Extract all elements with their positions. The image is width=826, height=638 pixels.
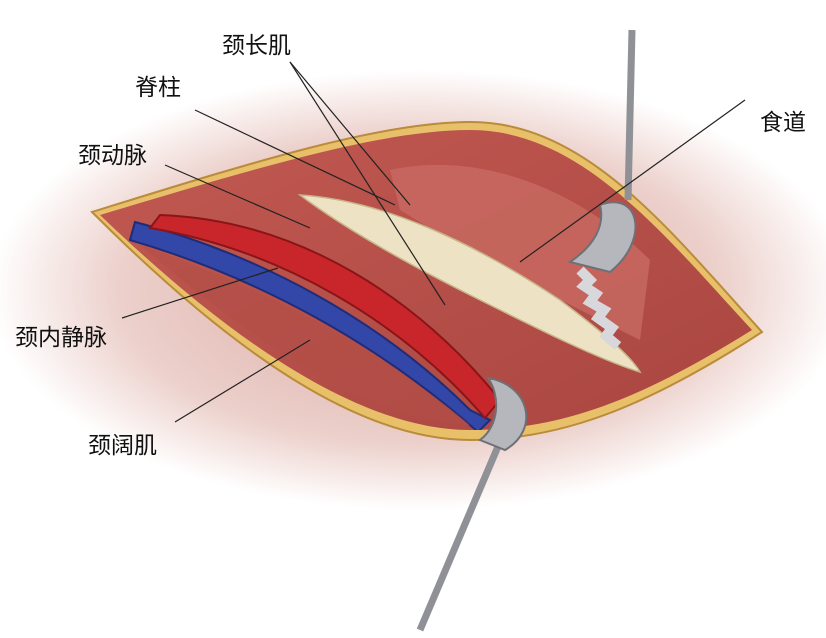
- leader-esophagus: [519, 99, 746, 263]
- label-spine: 脊柱: [135, 75, 181, 101]
- label-platysma: 颈阔肌: [88, 433, 157, 459]
- label-internal-jugular-vein: 颈内静脉: [15, 325, 107, 351]
- leader-platysma: [174, 339, 311, 423]
- label-longus-colli: 颈长肌: [222, 33, 291, 59]
- internal-jugular-vein: [128, 220, 492, 430]
- vertebra-ridges: [576, 266, 622, 350]
- lower-retractor: [416, 376, 528, 632]
- leader-spine: [194, 109, 396, 206]
- leader-longus-colli-2: [289, 61, 446, 306]
- carotid-artery: [148, 213, 502, 420]
- platysma: [140, 245, 470, 425]
- spine-shape: [297, 194, 642, 374]
- leader-carotid: [164, 164, 311, 229]
- leader-lines: [121, 61, 746, 423]
- label-carotid-artery: 颈动脉: [78, 143, 147, 169]
- leader-longus-colli-1: [289, 61, 411, 206]
- upper-retractor: [567, 29, 637, 274]
- leader-vein: [121, 267, 279, 319]
- esophagus: [390, 164, 650, 340]
- label-esophagus: 食道: [760, 110, 806, 136]
